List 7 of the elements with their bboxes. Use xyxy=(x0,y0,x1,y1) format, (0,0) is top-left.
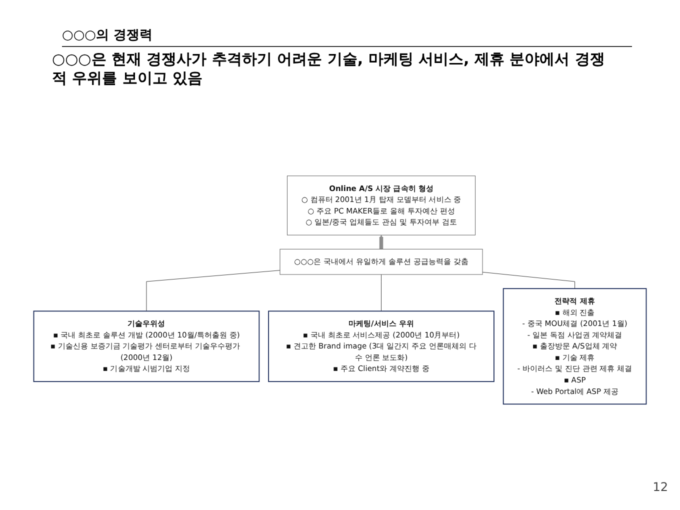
arrow xyxy=(379,234,384,250)
connector xyxy=(146,270,280,312)
connector xyxy=(381,274,382,312)
page-number: 12 xyxy=(652,480,668,494)
headline: ○○○은 현재 경쟁사가 추격하기 어려운 기술, 마케팅 서비스, 제휴 분야에서 경쟁적 우위를 보이고 있음 xyxy=(52,50,606,88)
page-title: ○○○의 경쟁력 xyxy=(62,26,632,47)
connector xyxy=(482,272,576,289)
